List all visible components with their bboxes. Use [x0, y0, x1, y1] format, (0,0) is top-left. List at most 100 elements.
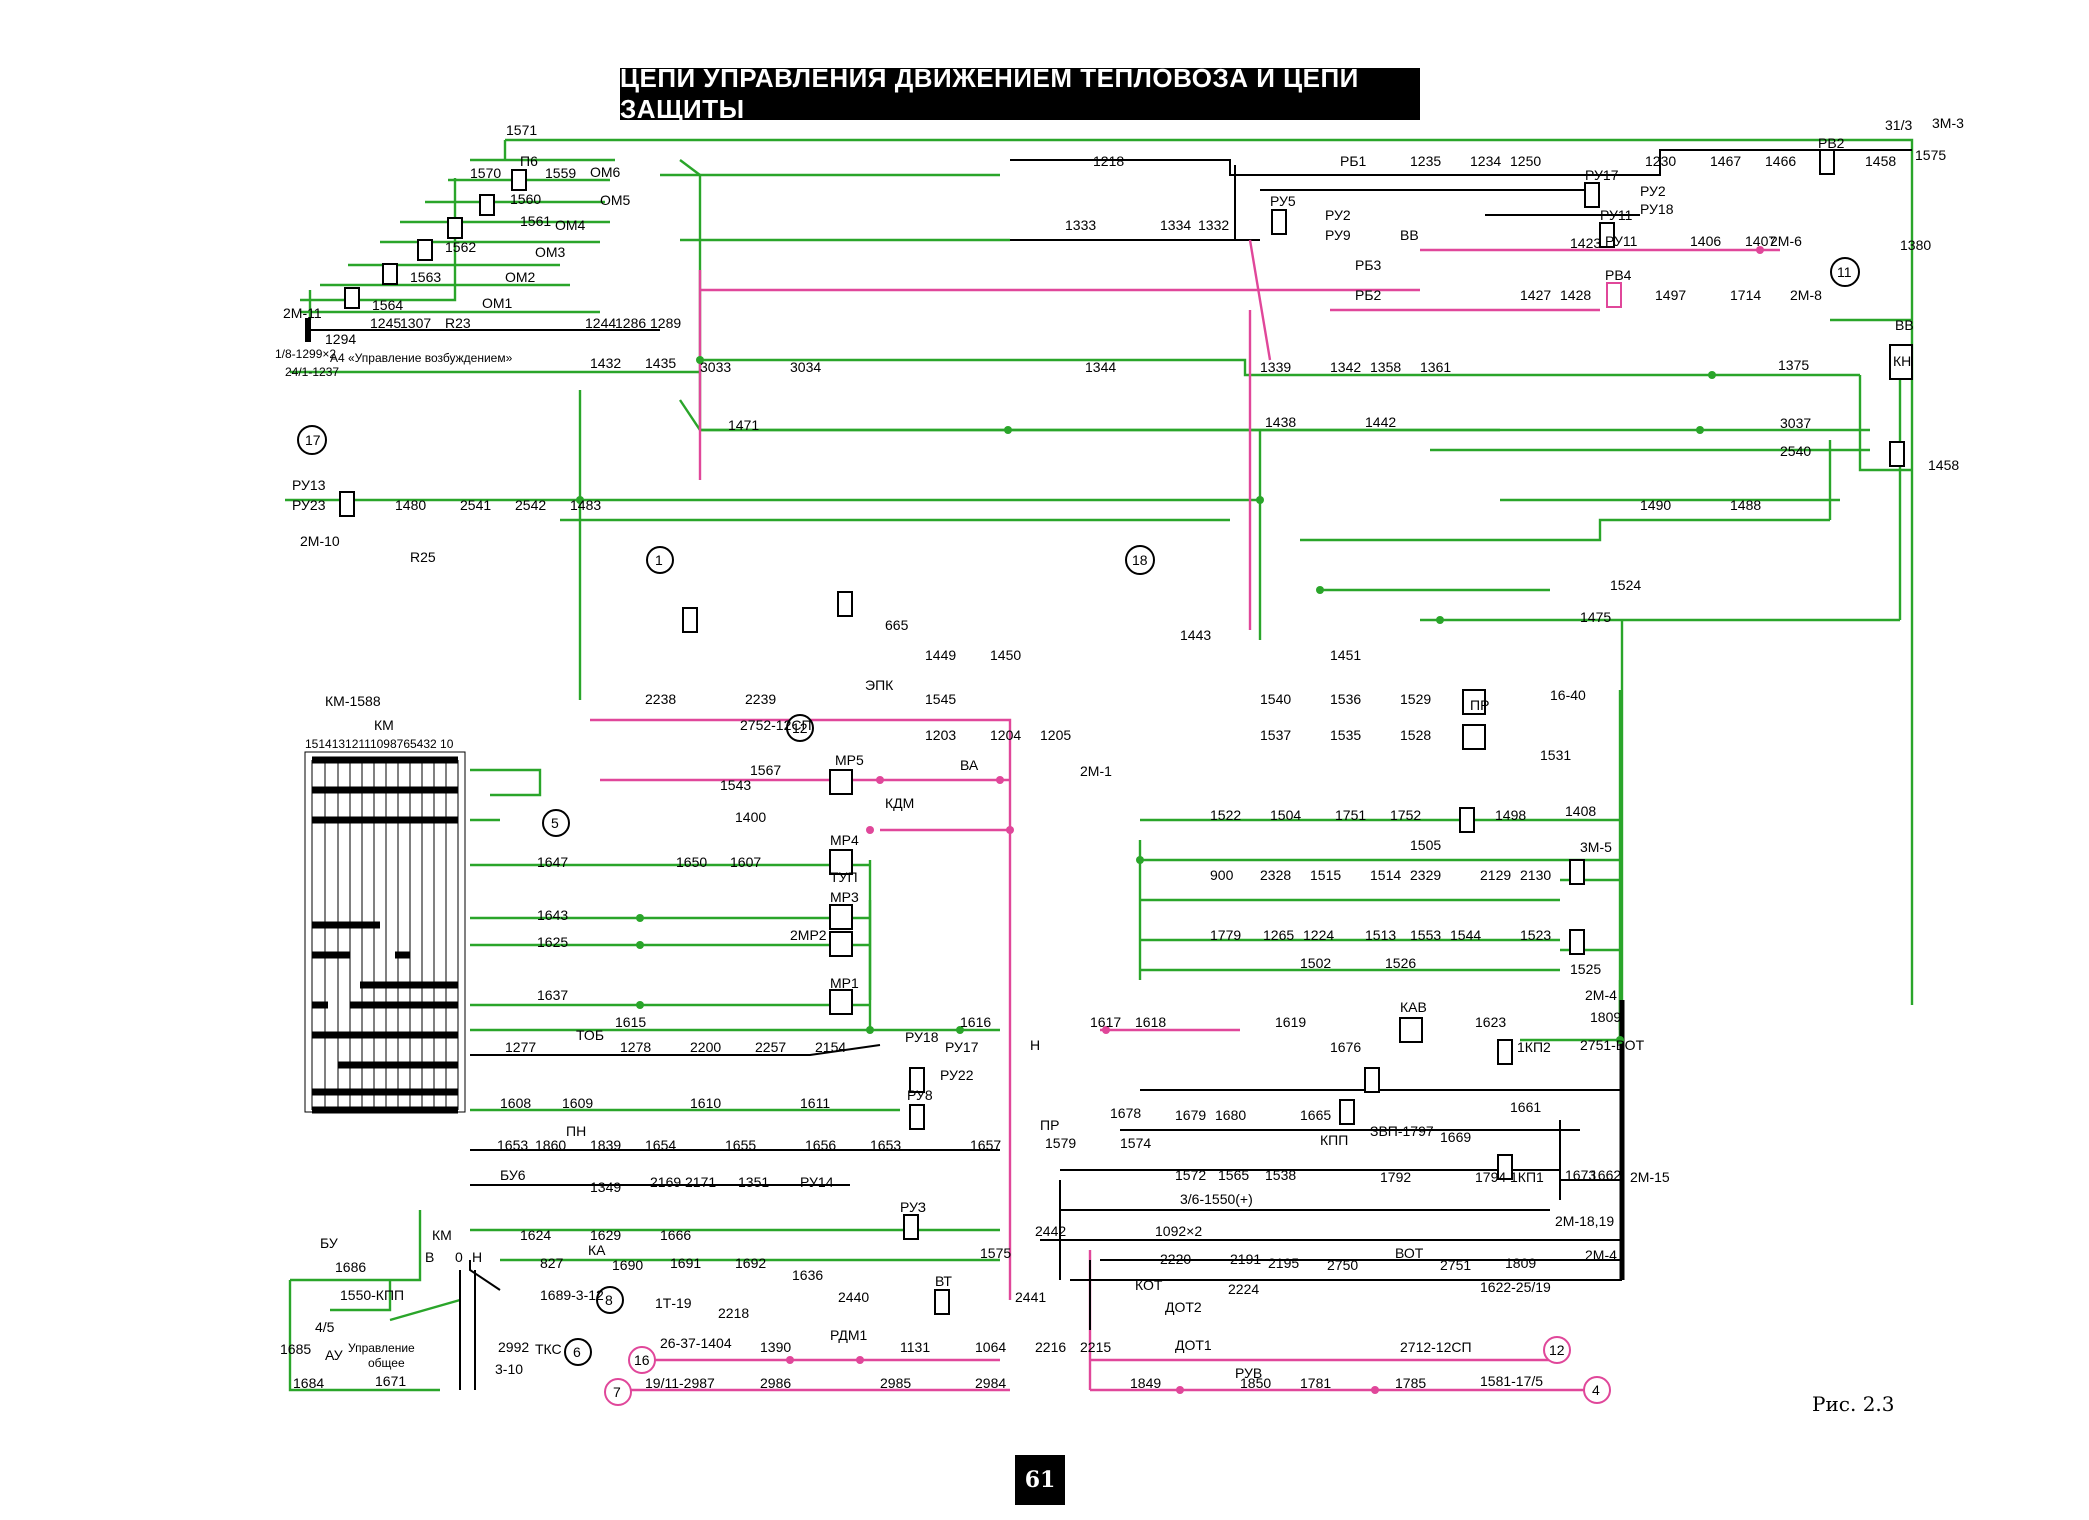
label-1618: 1618	[1135, 1014, 1166, 1030]
label-1559: 1559	[545, 165, 576, 181]
marker-4-label: 4	[1592, 1382, 1600, 1398]
pink-protection-rails	[590, 239, 1780, 1392]
label-1535: 1535	[1330, 727, 1361, 743]
marker-17-label: 17	[305, 432, 321, 448]
label-1608: 1608	[500, 1095, 531, 1111]
label-1407: 1407	[1745, 233, 1776, 249]
label-km-bus: КМ	[432, 1227, 452, 1243]
label-1522: 1522	[1210, 807, 1241, 823]
label-ru14: РУ14	[800, 1174, 834, 1190]
label-au: АУ	[325, 1347, 343, 1363]
label-1538b: 1538	[1265, 1167, 1296, 1183]
label-1244: 1244	[585, 315, 616, 331]
label-1561: 1561	[520, 213, 551, 229]
label-1654: 1654	[645, 1137, 676, 1153]
label-1458: 1458	[1865, 153, 1896, 169]
label-1458b: 1458	[1928, 457, 1959, 473]
label-3037: 3037	[1780, 415, 1811, 431]
label-ru2-b: РУ2	[1640, 183, 1666, 199]
bottom-left-control: БУ 1686 1550-КПП 1685 4/5 АУ Управление …	[280, 1210, 482, 1392]
label-1785: 1785	[1395, 1375, 1426, 1391]
label-1545: 1545	[925, 691, 956, 707]
label-2130: 2130	[1520, 867, 1551, 883]
coil-rv4	[1606, 282, 1622, 308]
label-1092: 1092×2	[1155, 1223, 1202, 1239]
label-2440: 2440	[838, 1289, 869, 1305]
label-1514: 1514	[1370, 867, 1401, 883]
label-1351: 1351	[738, 1174, 769, 1190]
label-1515: 1515	[1310, 867, 1341, 883]
label-1673: 1673	[1565, 1167, 1596, 1183]
label-n-pr: Н	[1030, 1037, 1040, 1053]
label-1622-25-19: 1622-25/19	[1480, 1279, 1551, 1295]
mid-green-rails	[285, 318, 1912, 700]
label-1449: 1449	[925, 647, 956, 663]
label-om2: ОМ2	[505, 269, 536, 285]
label-1809b: 1809	[1505, 1255, 1536, 1271]
label-n: Н	[472, 1249, 482, 1265]
coil-rv3	[1889, 441, 1905, 467]
label-mr1: МР1	[830, 975, 859, 991]
coil-ru18	[909, 1067, 925, 1093]
label-1278: 1278	[620, 1039, 651, 1055]
label-v: В	[425, 1249, 434, 1265]
label-1307: 1307	[400, 315, 431, 331]
label-31-3: 31/3	[1885, 117, 1912, 133]
label-ru18: РУ18	[905, 1029, 939, 1045]
label-2257: 2257	[755, 1039, 786, 1055]
label-1432: 1432	[590, 355, 621, 371]
label-2540: 2540	[1780, 443, 1811, 459]
label-1250: 1250	[1510, 153, 1541, 169]
label-2238: 2238	[645, 691, 676, 707]
label-1537: 1537	[1260, 727, 1291, 743]
label-1619: 1619	[1275, 1014, 1306, 1030]
pink-dots	[786, 246, 1764, 1394]
label-1kp2: 1КП2	[1517, 1039, 1551, 1055]
label-ru11-b: РУ11	[1605, 233, 1638, 249]
label-2542: 2542	[515, 497, 546, 513]
label-1524: 1524	[1610, 577, 1641, 593]
label-1540: 1540	[1260, 691, 1291, 707]
label-1574: 1574	[1120, 1135, 1151, 1151]
label-1679: 1679	[1175, 1107, 1206, 1123]
label-1375: 1375	[1778, 357, 1809, 373]
marker-7	[604, 1378, 632, 1406]
label-1610: 1610	[690, 1095, 721, 1111]
label-26-37-1404: 26-37-1404	[660, 1335, 732, 1351]
label-1680: 1680	[1215, 1107, 1246, 1123]
label-2441: 2441	[1015, 1289, 1046, 1305]
label-16-40: 16-40	[1550, 687, 1586, 703]
label-1529: 1529	[1400, 691, 1431, 707]
circle-markers: 17 1 18 12 5 11 8 6 16 7 4 12	[297, 257, 1860, 1406]
label-2171: 2171	[685, 1174, 716, 1190]
coil-ru22	[339, 491, 355, 517]
label-665: 665	[885, 617, 909, 633]
label-2m-4b: 2М-4	[1585, 1247, 1617, 1263]
label-p6: П6	[520, 153, 538, 169]
label-1685: 1685	[280, 1341, 311, 1357]
label-1t-19: 1Т-19	[655, 1295, 692, 1311]
label-2191: 2191	[1230, 1251, 1261, 1267]
label-1623: 1623	[1475, 1014, 1506, 1030]
label-vt: ВТ	[935, 1273, 952, 1289]
label-1435: 1435	[645, 355, 676, 371]
label-1451: 1451	[1330, 647, 1361, 663]
label-1423: 1423	[1570, 235, 1601, 251]
marker-6-label: 6	[573, 1344, 581, 1360]
junction-dots	[576, 356, 1716, 1044]
marker-17	[297, 425, 327, 455]
label-ru23: РУ23	[292, 497, 326, 513]
coil-mr3	[829, 904, 853, 930]
marker-11	[1830, 257, 1860, 287]
label-2328: 2328	[1260, 867, 1291, 883]
label-1450: 1450	[990, 647, 1021, 663]
label-1676: 1676	[1330, 1039, 1361, 1055]
relay-p3	[417, 239, 433, 261]
label-1471: 1471	[728, 417, 759, 433]
label-2541: 2541	[460, 497, 491, 513]
label-zvp-1797: ЗВП-1797	[1370, 1123, 1434, 1139]
marker-7-label: 7	[613, 1384, 621, 1400]
controller-km-drum: КМ 15141312111098765432 10	[304, 717, 466, 1114]
label-2985: 2985	[880, 1375, 911, 1391]
label-2984: 2984	[975, 1375, 1006, 1391]
